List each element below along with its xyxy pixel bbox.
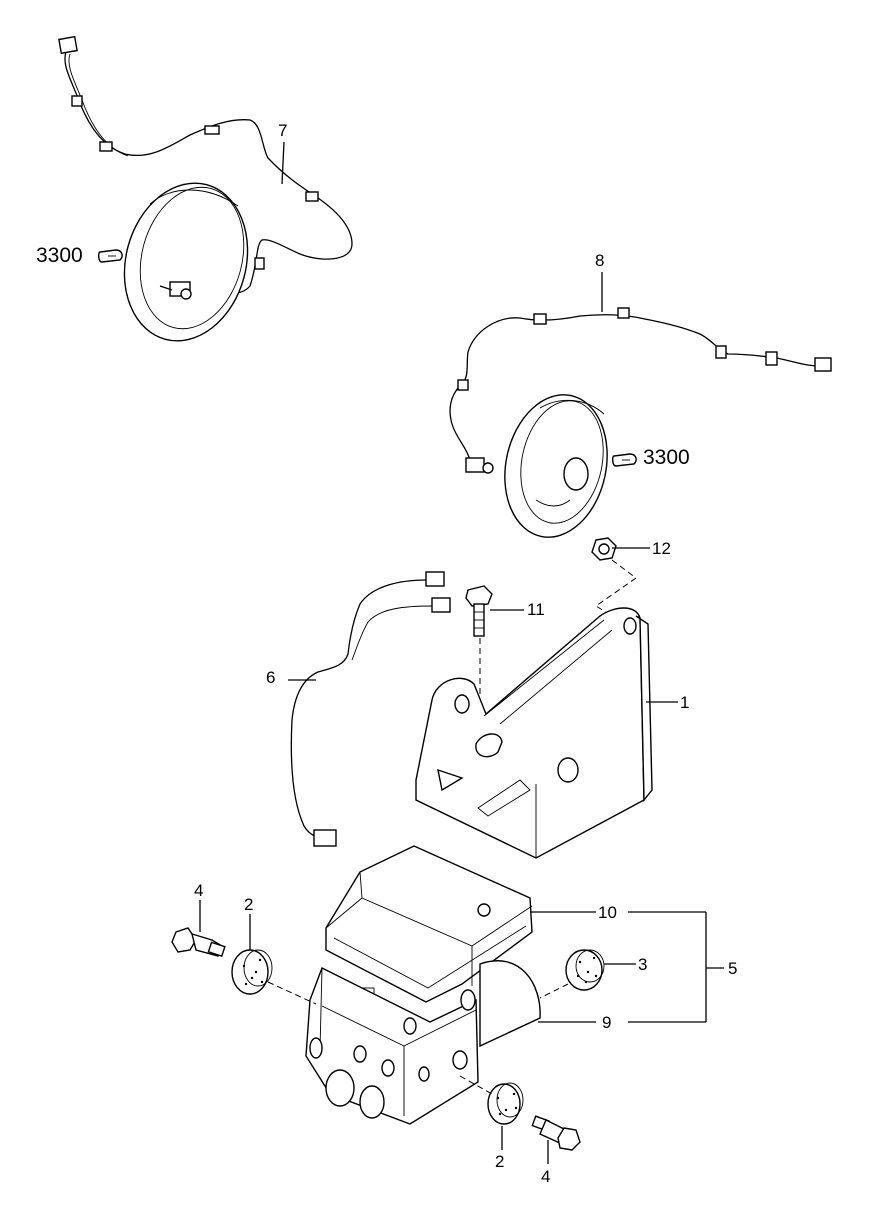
mounting-bolt-bottom [531,1115,581,1151]
grommet-bottom [487,1082,524,1125]
callout-1: 1 [680,693,689,712]
callout-4-bottom: 4 [541,1167,550,1186]
hand-pointer-icon [611,453,637,467]
hydraulic-control-unit [305,845,541,1125]
hand-pointer-icon [97,249,123,263]
wiring-harness [290,571,451,847]
mounting-bolt-left [171,927,226,958]
grommet-left [231,949,273,995]
callout-9: 9 [602,1013,611,1032]
wheel-speed-sensor-front [58,35,353,342]
callout-3300-right: 3300 [643,446,690,469]
callout-10: 10 [598,903,617,922]
callout-4-top: 4 [194,881,203,900]
grommet [565,949,605,991]
callout-5: 5 [728,959,737,978]
bolt [465,585,493,637]
callout-11: 11 [527,600,545,619]
wheel-speed-sensor-rear [449,307,832,538]
callout-7: 7 [278,121,287,140]
callout-2-bottom: 2 [495,1152,504,1171]
callout-3300-left: 3300 [36,244,83,267]
bracket [415,607,653,859]
callout-3: 3 [638,955,647,974]
callout-8: 8 [595,251,604,270]
callout-12: 12 [652,539,671,558]
callout-6: 6 [266,668,275,687]
nut [591,537,617,561]
callout-2-top: 2 [244,895,253,914]
